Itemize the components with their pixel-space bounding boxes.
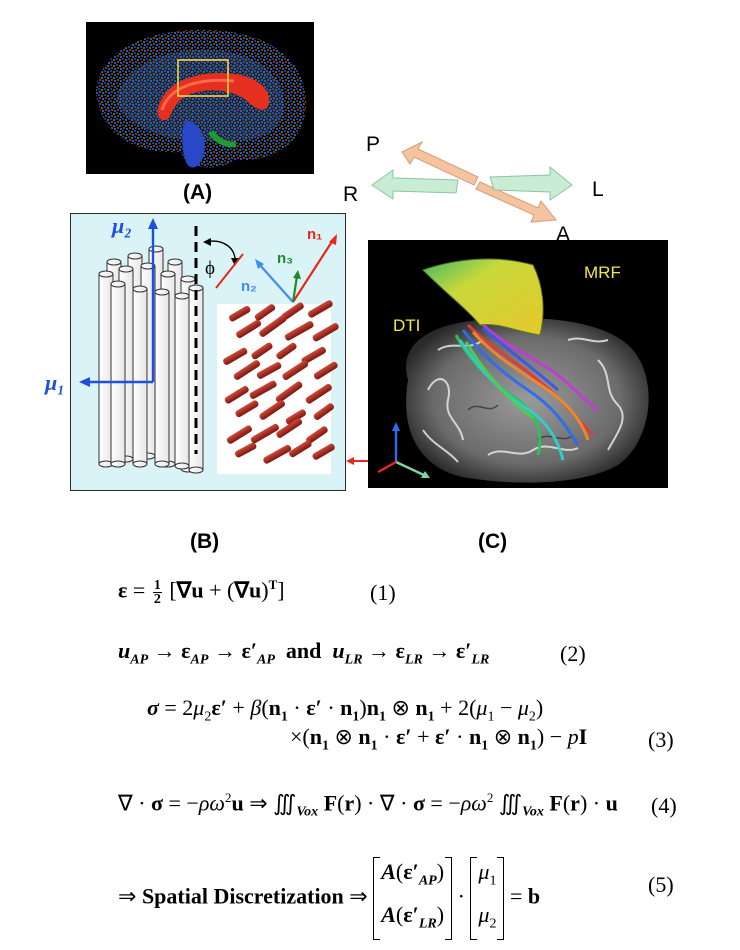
equation-3-line-2: ×(n1 ⊗ n1 · ε′ + ε′ · n1 ⊗ n1) − pI [290,724,588,754]
panel-b-fiber-model [70,213,346,491]
fiber-rod [275,381,303,403]
mrf-label: MRF [584,263,621,282]
fiber-rod [224,385,249,404]
fiber-rod [235,400,259,418]
fiber-rod [250,423,279,444]
equation-2-and: and [285,638,322,663]
fiber-rod [282,360,309,381]
fiber-rod [276,418,303,438]
fiber-rod [313,361,338,380]
phi-label: ϕ [205,258,216,279]
fiber-rod [254,304,276,321]
dti-label: DTI [393,316,421,335]
fiber-cylinders-diagram [79,218,339,474]
equation-3-number: (3) [648,727,674,752]
equation-1-number: (1) [370,580,396,605]
equation-2-number: (2) [560,641,586,666]
equation-5: ⇒ Spatial Discretization ⇒ A(ε′AP) A(ε′L… [118,855,540,942]
fiber-rod [235,442,257,458]
n1-label: n₁ [307,226,323,243]
equation-4-number: (4) [651,793,677,818]
fiber-rod [276,342,297,360]
mu2-label: μ₂ [112,213,132,238]
n3-label: n₃ [277,250,294,267]
panel-c-tractography-image [368,240,668,488]
fiber-rod [226,425,252,444]
matrix-mu: μ1 μ2 [470,855,505,942]
fiber-rod [223,347,248,365]
fiber-rod [305,383,332,404]
fiber-direction-line [215,253,244,289]
panel-c-label: (C) [478,530,508,553]
oriented-rods [223,300,339,464]
n2-vector [258,263,294,303]
rods-box [217,304,331,474]
direction-r: R [343,183,359,206]
panel-a-label: (A) [183,181,213,204]
fiber-rod [259,315,287,337]
equation-2: uAP → εAP → ε′AP and uLR → εLR → ε′LR [118,638,490,668]
cylinder [174,292,190,470]
direction-l: L [592,178,604,201]
fiber-rod [263,444,292,464]
fiber-rod [236,319,262,339]
peach-arrow-left-head [401,140,479,186]
orientation-arrows [371,140,573,223]
fiber-rod [249,380,277,399]
fiber-rod [256,362,282,379]
fiber-rod [233,360,261,380]
fiber-rod [313,403,334,421]
cylinder [110,280,126,468]
n3-vector [291,275,299,303]
green-arrow-left [371,169,459,200]
mrf-surface [422,258,544,336]
cylinder [154,288,170,468]
fiber-rod [312,323,339,342]
direction-p: P [366,133,381,156]
fiber-rod [312,443,335,460]
fiber-rod [306,426,328,444]
panel-a-brain-image [86,22,314,174]
n1-vector [292,239,334,303]
sagittal-dti-map [86,22,314,174]
fiber-rod [281,302,304,320]
n2-label: n₂ [241,278,257,295]
fiber-rod [289,440,312,458]
peach-arrow-right-head [475,181,557,223]
cylinder [132,285,148,468]
equation-5-number: (5) [648,872,674,897]
mu1-label: μ₁ [45,370,65,395]
fiber-rod [259,400,285,420]
equation-5-text: Spatial Discretization [141,883,344,909]
matrix-a: A(ε′AP) A(ε′LR) [373,855,453,942]
fiber-rod [251,342,273,360]
brain-axial-with-fibers [377,258,649,483]
green-arrow-right [489,165,573,201]
fiber-rod [229,306,251,322]
fiber-rod [284,321,314,341]
equation-4: ∇ · σ = −ρω2u ⇒ ∭Vox F(r) · ∇ · σ = −ρω2… [118,790,618,820]
equation-3-line-1: σ = 2μ2ε′ + β(n1 · ε′ · n1)n1 ⊗ n1 + 2(μ… [147,695,544,725]
fiber-rod [308,300,333,318]
fiber-rod [285,409,307,425]
panel-b-label: (B) [190,530,220,553]
fiber-rod [301,346,326,365]
